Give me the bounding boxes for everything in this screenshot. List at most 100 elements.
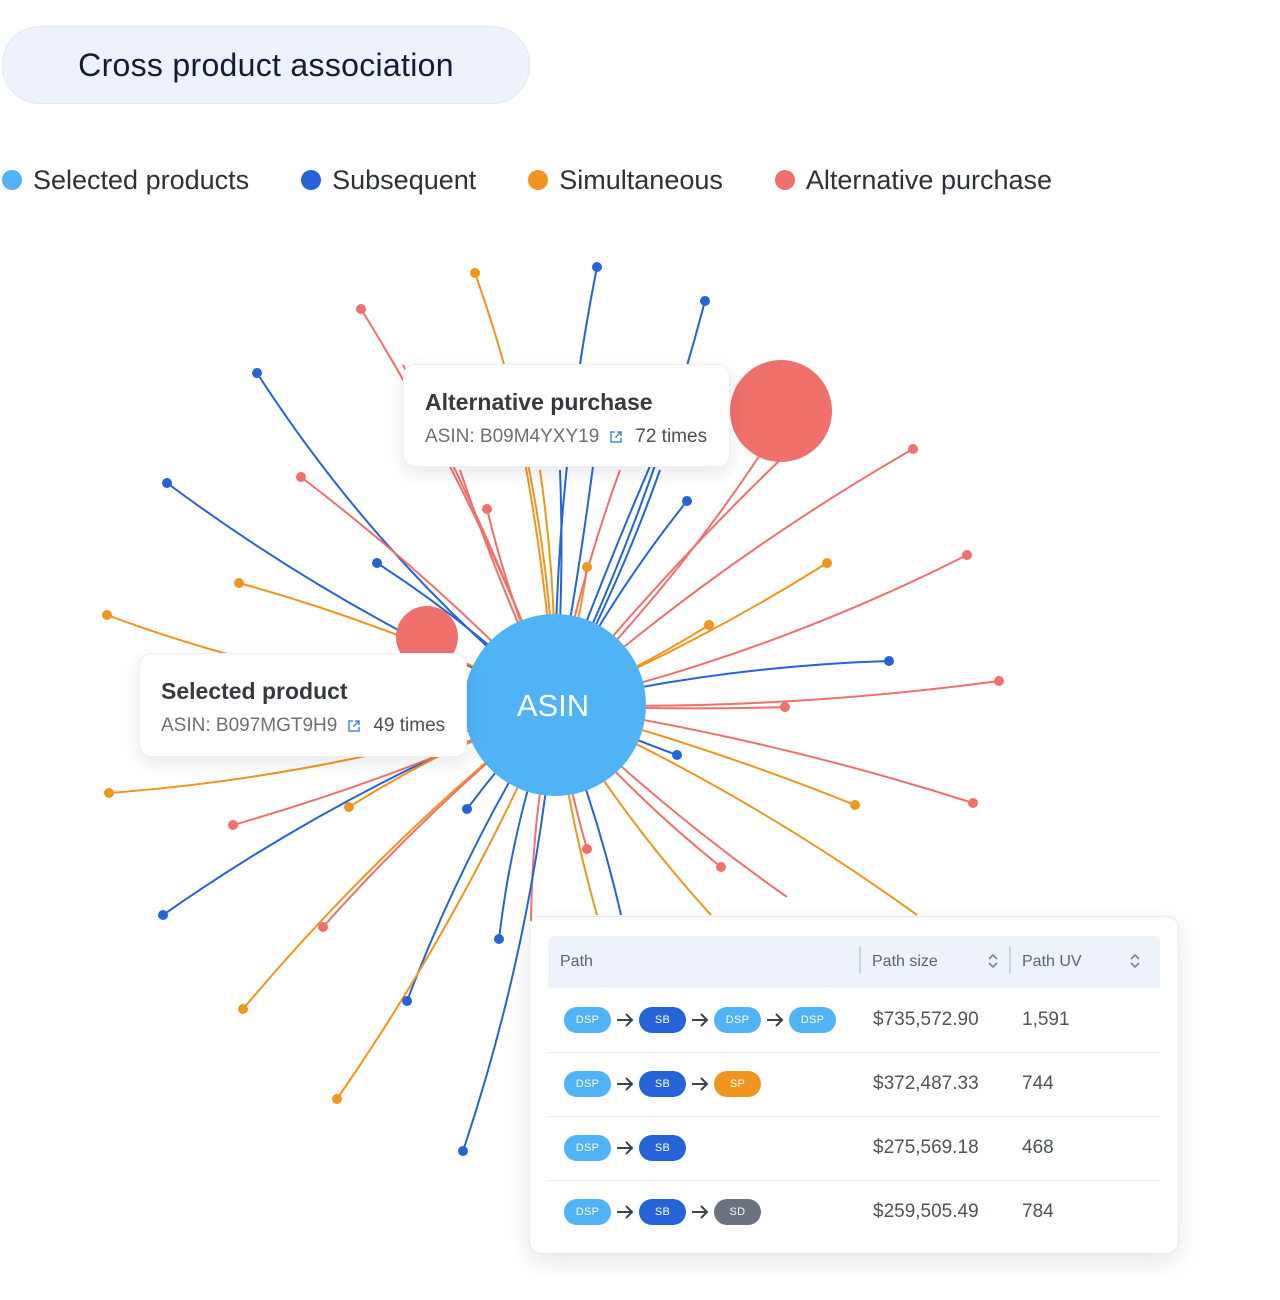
graph-end-node[interactable] [356,304,366,314]
tooltip-selected-product: Selected product ASIN: B097MGT9H9 49 tim… [139,653,467,757]
legend-item-simultaneous[interactable]: Simultaneous [528,165,723,196]
graph-end-node[interactable] [318,922,328,932]
legend-dot-icon [774,170,795,190]
graph-end-node[interactable] [344,802,354,812]
path-uv-cell: 784 [1022,1201,1054,1222]
channel-chip: DSP [789,1007,836,1033]
sort-icon[interactable] [1129,952,1141,970]
graph-end-node[interactable] [402,996,412,1006]
graph-end-node[interactable] [238,1004,248,1014]
graph-end-node[interactable] [850,800,860,810]
graph-end-node[interactable] [296,472,306,482]
arrow-right-icon [611,1138,639,1158]
path-size-cell: $259,505.49 [873,1201,979,1222]
tooltip-alternative-purchase: Alternative purchase ASIN: B09M4YXY19 72… [403,364,730,467]
tooltip-asin: ASIN: B09M4YXY19 [425,426,600,447]
graph-end-node[interactable] [102,610,112,620]
table-row[interactable]: DSP SB SD $259,505.49 784 [548,1180,1160,1244]
channel-chip: SB [639,1135,686,1161]
path-size-cell: $372,487.33 [873,1073,979,1094]
graph-end-node[interactable] [104,788,114,798]
center-asin-node[interactable] [464,614,646,796]
legend-item-alternative[interactable]: Alternative purchase [774,164,1053,196]
graph-end-node[interactable] [908,444,918,454]
graph-end-node[interactable] [462,804,472,814]
graph-end-node[interactable] [582,562,592,572]
graph-end-node[interactable] [962,550,972,560]
table-row[interactable]: DSP SB $275,569.18 468 [548,1116,1160,1181]
channel-chip: DSP [564,1007,611,1033]
graph-end-node[interactable] [234,578,244,588]
graph-end-node[interactable] [458,1146,468,1156]
alternative-purchase-node[interactable] [396,606,458,668]
channel-chip: SP [714,1071,761,1097]
legend-label: Simultaneous [559,164,723,195]
alternative-purchase-node[interactable] [730,360,832,462]
graph-end-node[interactable] [228,820,238,830]
table-row[interactable]: DSP SB SP $372,487.33 744 [548,1052,1160,1117]
tooltip-title: Selected product [161,678,348,704]
graph-end-node[interactable] [682,496,692,506]
tooltip-count: 72 times [635,426,708,447]
channel-chip: SD [714,1199,761,1225]
legend-dot-icon [528,170,549,190]
graph-end-node[interactable] [158,910,168,920]
column-header-path-size[interactable]: Path size [872,953,938,970]
graph-end-node[interactable] [372,558,382,568]
graph-end-node[interactable] [994,676,1004,686]
legend-label: Alternative purchase [805,164,1053,195]
graph-end-node[interactable] [704,620,714,630]
graph-end-node[interactable] [822,558,832,568]
column-header-path[interactable]: Path [560,953,593,970]
legend-dot-icon [2,170,22,190]
graph-end-node[interactable] [332,1094,342,1104]
legend: Selected products Subsequent Simultaneou… [2,160,1104,200]
legend-item-subsequent[interactable]: Subsequent [301,165,476,196]
graph-end-node[interactable] [968,798,978,808]
arrow-right-icon [686,1010,714,1030]
path-uv-cell: 1,591 [1022,1009,1070,1030]
external-link-icon[interactable] [347,719,361,733]
channel-chip: DSP [564,1199,611,1225]
column-header-path-uv[interactable]: Path UV [1022,953,1082,970]
graph-end-node[interactable] [700,296,710,306]
channel-chip: SB [639,1007,686,1033]
column-divider [1009,946,1011,974]
legend-item-selected[interactable]: Selected products [2,165,249,196]
path-cell: DSP SB [564,1116,686,1180]
graph-end-node[interactable] [672,750,682,760]
graph-end-node[interactable] [884,656,894,666]
arrow-right-icon [686,1074,714,1094]
table-header: Path Path size Path UV [548,936,1160,988]
arrow-right-icon [611,1202,639,1222]
graph-end-node[interactable] [162,478,172,488]
sort-icon[interactable] [987,952,999,970]
graph-end-node[interactable] [252,368,262,378]
channel-chip: SB [639,1071,686,1097]
arrow-right-icon [761,1010,789,1030]
graph-end-node[interactable] [716,862,726,872]
graph-end-node[interactable] [482,504,492,514]
graph-end-node[interactable] [582,844,592,854]
legend-dot-icon [301,170,322,190]
graph-end-node[interactable] [494,934,504,944]
graph-end-nodes [102,262,1004,1156]
external-link-icon[interactable] [609,430,623,444]
arrow-right-icon [686,1202,714,1222]
path-uv-cell: 744 [1022,1073,1054,1094]
center-node-label: ASIN [517,688,589,723]
graph-end-node[interactable] [592,262,602,272]
path-size-cell: $275,569.18 [873,1137,979,1158]
tooltip-title: Alternative purchase [425,389,653,415]
path-uv-cell: 468 [1022,1137,1054,1158]
channel-chip: DSP [564,1135,611,1161]
page-title: Cross product association [2,26,530,104]
column-divider [859,946,861,974]
graph-end-node[interactable] [470,268,480,278]
graph-end-node[interactable] [780,702,790,712]
path-cell: DSP SB SP [564,1052,761,1116]
tooltip-asin: ASIN: B097MGT9H9 [161,715,338,736]
table-row[interactable]: DSP SB DSP DSP $735,572.90 1,591 [548,988,1160,1053]
tooltip-count: 49 times [373,715,446,736]
